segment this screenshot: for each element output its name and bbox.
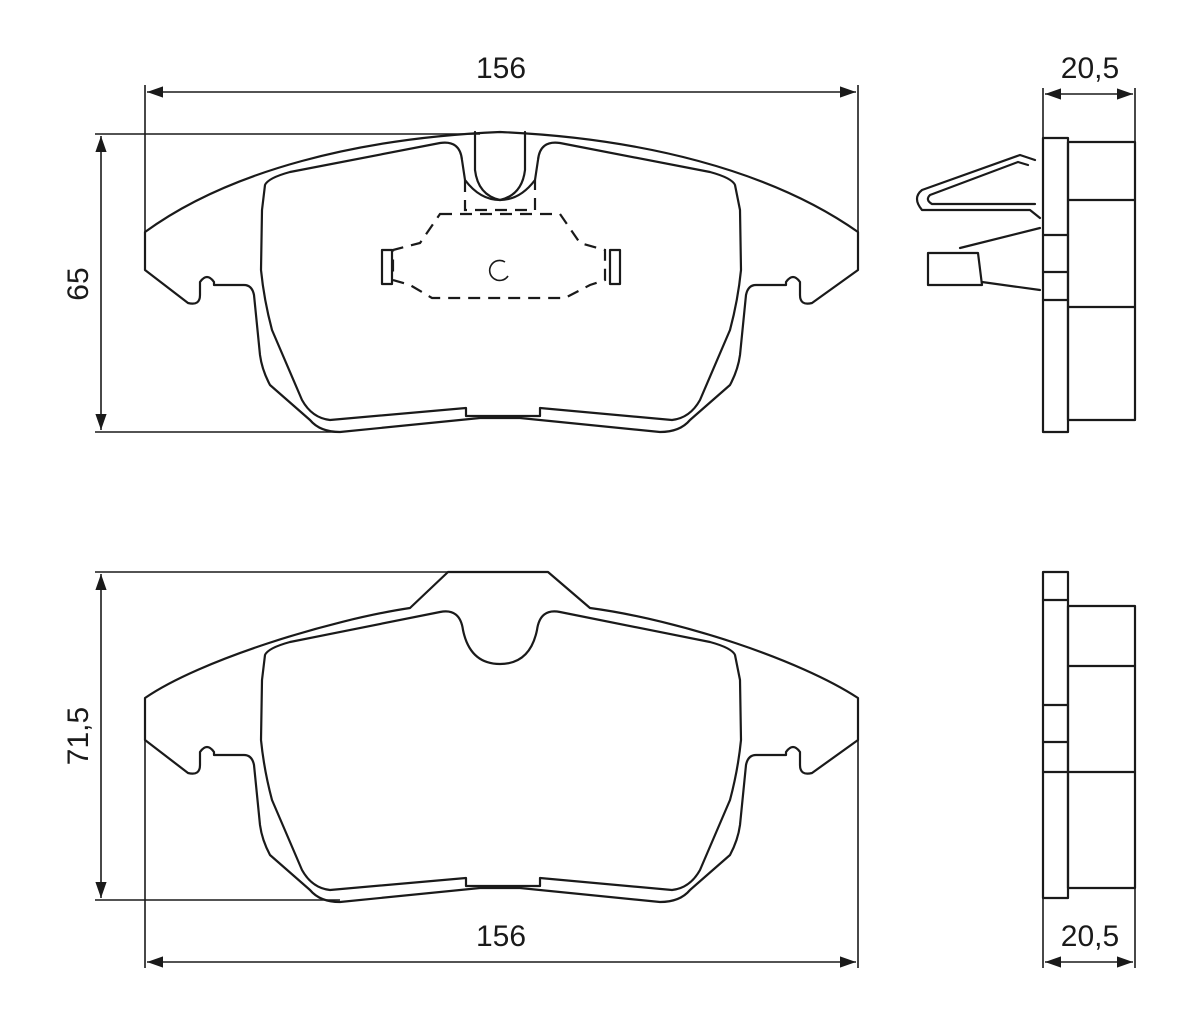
bottom-backing-plate [143, 570, 860, 904]
top-center-lug [473, 130, 527, 202]
bottom-height-label: 71,5 [62, 707, 95, 765]
bottom-thickness-label: 20,5 [1061, 920, 1119, 953]
top-side-clip-foot [926, 226, 1042, 292]
top-clip-tab-left [380, 248, 394, 286]
bottom-friction-material [259, 610, 743, 892]
bottom-pad-side-view [1041, 570, 1137, 900]
bottom-pad-front-view [143, 570, 860, 904]
top-side-spring-clip [915, 153, 1042, 220]
top-clip-tab-right [608, 248, 622, 286]
bottom-width-label: 156 [476, 920, 526, 953]
bottom-height-dimension: 71,5 [62, 571, 448, 901]
bottom-side-friction-block [1066, 604, 1137, 890]
top-sensor-circle [488, 259, 509, 282]
top-side-friction-block [1066, 140, 1137, 422]
top-height-label: 65 [62, 267, 95, 300]
top-width-dimension: 156 [144, 52, 859, 232]
top-backing-plate [143, 130, 860, 434]
top-pad-side-view [915, 136, 1137, 434]
bottom-width-dimension: 156 [144, 740, 859, 968]
top-width-label: 156 [476, 52, 526, 85]
top-height-dimension: 65 [62, 133, 480, 433]
top-friction-material [259, 141, 743, 422]
top-thickness-label: 20,5 [1061, 52, 1119, 85]
bottom-side-backing-plate [1041, 570, 1070, 900]
top-side-backing-plate [1041, 136, 1070, 434]
bottom-thickness-dimension: 20,5 [1042, 888, 1136, 968]
top-thickness-dimension: 20,5 [1042, 52, 1136, 142]
top-pad-front-view [143, 130, 860, 434]
